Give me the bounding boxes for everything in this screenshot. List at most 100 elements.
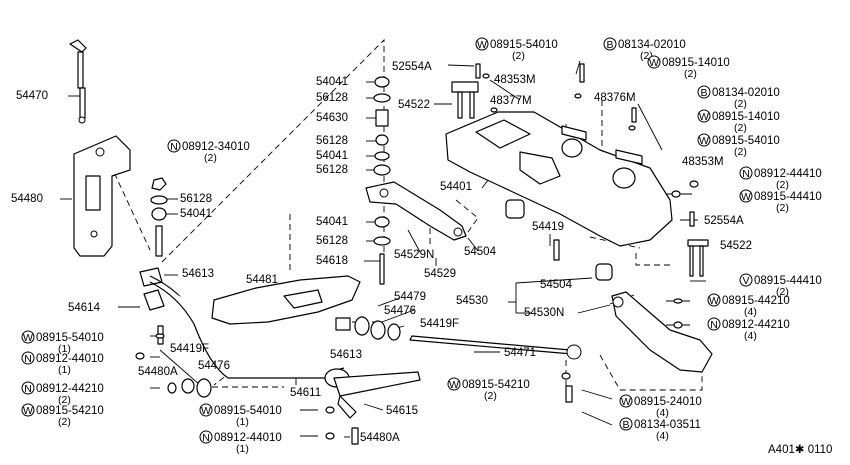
callout-prefix: W — [741, 191, 751, 203]
callout-prefix-badge — [447, 377, 461, 391]
callout-part-number: 54618 — [316, 255, 348, 267]
callout-54522: 54522 — [398, 99, 430, 111]
callout-prefix-badge — [21, 351, 35, 365]
callout-quantity: (2) — [734, 146, 747, 158]
callout-prefix-badge — [21, 330, 35, 344]
part-54529-arm-drawing — [365, 181, 525, 241]
callout-54613: 54613 — [182, 268, 214, 280]
callout-prefix-badge — [647, 55, 661, 69]
callout-part-number: 54530 — [456, 295, 488, 307]
callout-part-number: 08915-54010 — [712, 135, 780, 147]
callout-prefix-badge — [697, 85, 711, 99]
callout-48353M: 48353M — [494, 74, 536, 86]
callout-part-number: 08915-54210 — [462, 379, 530, 391]
callout-54419F: 54419F — [420, 318, 459, 330]
callout-54529N: 54529N — [394, 249, 434, 261]
callout-prefix-badge — [697, 109, 711, 123]
callout-prefix: W — [621, 396, 631, 408]
callout-part-number: 08912-44210 — [36, 383, 104, 395]
callout-54476: 54476 — [384, 305, 416, 317]
callout-prefix: N — [202, 432, 210, 444]
callout-part-number: 54613 — [330, 349, 362, 361]
callout-prefix-badge — [199, 430, 213, 444]
callout-quantity: (1) — [58, 343, 71, 355]
callout-part-number: 54480A — [138, 366, 178, 378]
callout-part-number: 54041 — [316, 76, 348, 88]
callout-prefix: W — [699, 111, 709, 123]
callout-54480A: 54480A — [138, 366, 178, 378]
part-54470-drawing — [69, 39, 87, 124]
callout-part-number: 08912-44010 — [214, 432, 282, 444]
callout-prefix-badge — [739, 189, 753, 203]
callout-quantity: (4) — [744, 306, 757, 318]
leader-lines — [60, 38, 706, 438]
callout-part-number: 54401 — [440, 181, 472, 193]
callout-prefix-badge — [739, 273, 753, 287]
callout-prefix-badge — [603, 37, 617, 51]
callout-part-number: 54471 — [504, 347, 536, 359]
callout-prefix-badge — [619, 417, 633, 431]
callout-quantity: (1) — [236, 416, 249, 428]
callout-part-number: 56128 — [316, 92, 348, 104]
callout-part-number: 54419 — [532, 221, 564, 233]
callout-54481: 54481 — [246, 274, 278, 286]
callout-prefix-badge — [739, 166, 753, 180]
callout-prefix: W — [201, 405, 211, 417]
callout-56128: 56128 — [316, 164, 348, 176]
callout-part-number: 54522 — [398, 99, 430, 111]
callout-part-number: 48376M — [594, 92, 636, 104]
callout-part-number: 54480A — [360, 432, 400, 444]
callout-part-number: 48353M — [494, 74, 536, 86]
callout-part-number: 54504 — [464, 246, 497, 258]
part-54615-drawing — [333, 371, 421, 419]
callout-48353M: 48353M — [682, 156, 724, 168]
callout-part-number: 54615 — [386, 405, 418, 417]
callout-part-number: 54611 — [290, 387, 321, 399]
callout-54614: 54614 — [68, 302, 101, 314]
callout-part-number: 54529N — [394, 249, 434, 261]
callout-prefix: B — [622, 419, 629, 431]
callout-part-number: 08915-54010 — [490, 39, 558, 51]
callout-56128: 56128 — [316, 92, 348, 104]
callout-quantity: (2) — [484, 390, 497, 402]
callout-54419F: 54419F — [170, 343, 209, 355]
callout-part-number: 08134-03511 — [634, 419, 701, 431]
callout-54618: 54618 — [316, 255, 348, 267]
callout-54479: 54479 — [394, 291, 426, 303]
part-54401-crossmember-drawing — [445, 81, 673, 247]
callout-part-number: 48377M — [490, 95, 532, 107]
part-54630-stack-drawing — [373, 76, 391, 285]
callout-prefix: W — [449, 379, 459, 391]
callout-quantity: (2) — [204, 152, 217, 164]
callout-part-number: 08912-44410 — [754, 168, 822, 180]
callout-part-number: 54522 — [720, 240, 752, 252]
part-54481-drawing — [211, 275, 361, 325]
callout-prefix-badge — [475, 37, 489, 51]
callout-part-number: 08915-14010 — [712, 111, 780, 123]
callout-prefix-badge — [707, 317, 721, 331]
callout-54630: 54630 — [316, 112, 348, 124]
callout-part-number: 54613 — [182, 268, 214, 280]
callout-part-number: 08915-54010 — [214, 405, 282, 417]
small-hardware-drawing — [135, 63, 699, 445]
callout-part-number: 56128 — [316, 135, 348, 147]
callout-part-number: 08134-02010 — [618, 39, 686, 51]
callout-prefix: N — [710, 319, 718, 331]
callout-part-number: 54479 — [394, 291, 426, 303]
callout-54480A: 54480A — [360, 432, 400, 444]
callout-54401: 54401 — [440, 181, 472, 193]
callout-part-number: 54470 — [16, 90, 48, 102]
callout-part-number: 08915-44410 — [754, 275, 822, 287]
callout-prefix: N — [24, 353, 32, 365]
callout-part-number: 54530N — [524, 307, 564, 319]
callout-prefix-badge — [21, 381, 35, 395]
